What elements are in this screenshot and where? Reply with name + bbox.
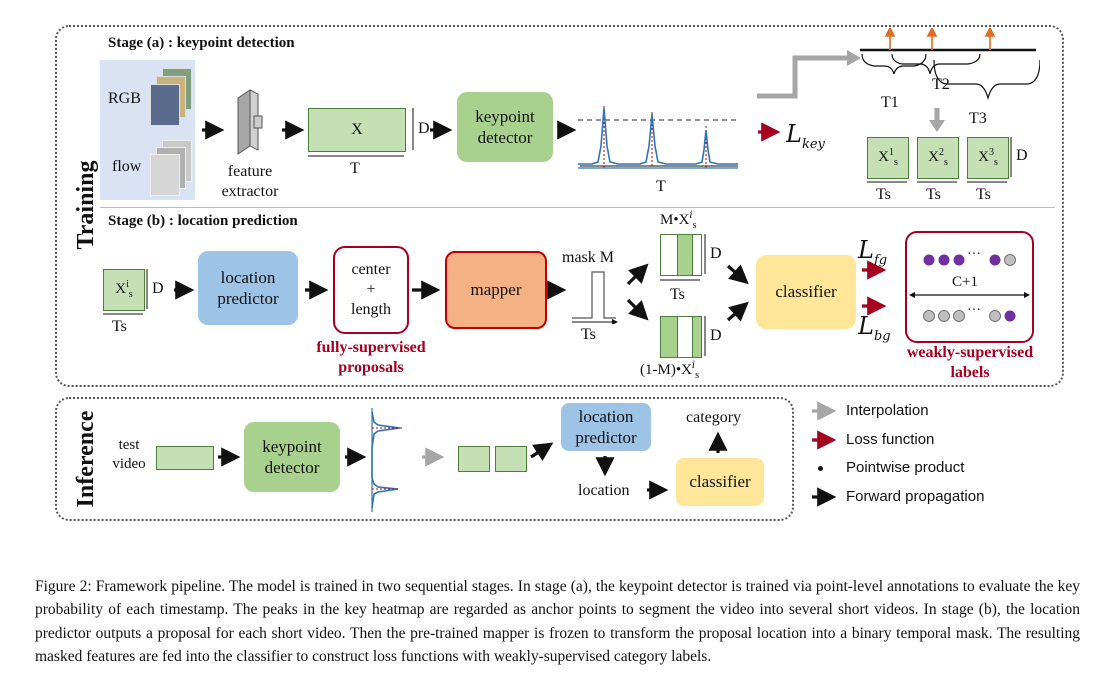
- training-panel: [55, 25, 1064, 387]
- mapper-box: mapper: [445, 251, 547, 329]
- ellipsis-bottom: ···: [967, 303, 981, 318]
- t3-label: T3: [969, 110, 987, 127]
- segment-feature-1: [458, 446, 490, 472]
- t1-label: T1: [881, 94, 899, 111]
- anchor-timeline: [860, 28, 1040, 101]
- stage-a-title: Stage (a) : keypoint detection: [108, 35, 295, 51]
- bg-feature-box: [660, 316, 702, 358]
- inference-classifier-box: classifier: [676, 458, 764, 506]
- c-plus-1-label: C+1: [952, 274, 978, 290]
- location-predictor-box: location predictor: [198, 251, 298, 325]
- legend-interpolation: Interpolation: [846, 402, 929, 419]
- inference-heatmap: [371, 408, 402, 512]
- xs3-d: D: [1016, 147, 1028, 164]
- bg-d: D: [710, 327, 722, 344]
- weakly-supervised-labels-box: [905, 231, 1034, 343]
- inference-keypoint-detector-box: keypoint detector: [244, 422, 340, 492]
- inference-panel: [55, 397, 794, 521]
- xsi-box: Xis: [103, 269, 145, 311]
- inference-label: Inference: [73, 410, 99, 508]
- xsi-d: D: [152, 280, 164, 297]
- label-vectors: [909, 254, 1030, 322]
- training-label: Training: [73, 160, 99, 250]
- heatmap-t-axis: T: [656, 178, 666, 195]
- stage-b-title: Stage (b) : location prediction: [108, 213, 298, 229]
- flow-frames-image: [150, 140, 192, 196]
- rgb-frames-image: [150, 68, 192, 128]
- mask-m-label: mask M: [562, 249, 614, 266]
- xs1-ts: Ts: [876, 186, 891, 203]
- ellipsis-top: ···: [967, 247, 981, 262]
- loss-key-label: Lkey: [786, 120, 825, 152]
- feature-x-t: T: [350, 160, 360, 177]
- fg-ts: Ts: [670, 286, 685, 303]
- xs2-box: X2s: [917, 137, 959, 179]
- figure-caption: Figure 2: Framework pipeline. The model …: [35, 578, 1080, 665]
- location-output-label: location: [578, 482, 630, 499]
- fg-feature-box: [660, 234, 702, 276]
- feature-extractor-icon: [237, 89, 263, 155]
- legend-dot-icon: [818, 466, 823, 471]
- legend-forward: Forward propagation: [846, 488, 985, 505]
- xs3-ts: Ts: [976, 186, 991, 203]
- test-video-feature: [156, 446, 214, 470]
- xs2-ts: Ts: [926, 186, 941, 203]
- t2-label: T2: [932, 76, 950, 93]
- feature-extractor-label: feature extractor: [221, 163, 279, 200]
- feature-x-box: X: [308, 108, 406, 152]
- category-output-label: category: [686, 409, 742, 426]
- loss-fg-label: Lfg: [858, 236, 888, 268]
- test-video-label: test video: [112, 437, 146, 472]
- flow-label: flow: [112, 158, 142, 175]
- interpolation-down-arrow: [929, 108, 945, 132]
- feature-x-d: D: [418, 120, 430, 137]
- weakly-supervised-label: weakly-supervised labels: [906, 344, 1034, 381]
- inference-location-predictor-box: location predictor: [561, 403, 651, 451]
- keypoint-heatmap-plot: [578, 106, 738, 169]
- fully-supervised-label: fully-supervised proposals: [316, 339, 426, 376]
- xs3-box: X3s: [967, 137, 1009, 179]
- classifier-box: classifier: [756, 255, 856, 329]
- rgb-label: RGB: [108, 90, 141, 107]
- xs1-box: X1s: [867, 137, 909, 179]
- m-x-label: M•Xis: [660, 210, 697, 231]
- stage-divider: [100, 207, 1055, 208]
- center-length-box: center + length: [333, 246, 409, 334]
- legend-pointwise: Pointwise product: [846, 459, 965, 476]
- mask-m-plot: [572, 271, 618, 324]
- fg-d: D: [710, 245, 722, 262]
- xsi-ts: Ts: [112, 318, 127, 335]
- keypoint-detector-box: keypoint detector: [457, 92, 553, 162]
- interpolation-arrow: [757, 50, 861, 99]
- feature-x-label: X: [351, 121, 363, 138]
- legend-loss-function: Loss function: [846, 431, 935, 448]
- loss-bg-label: Lbg: [858, 312, 891, 344]
- mask-ts: Ts: [581, 326, 596, 343]
- segment-feature-2: [495, 446, 527, 472]
- one-minus-m-x-label: (1-M)•Xis: [640, 360, 700, 381]
